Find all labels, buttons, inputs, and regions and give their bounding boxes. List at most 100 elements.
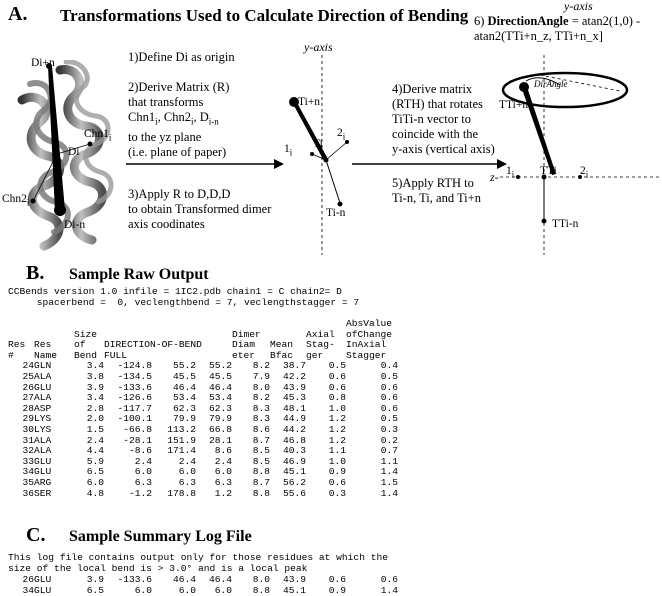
- table-cell: 66.8: [208, 423, 232, 435]
- middle-transform-diagram: [289, 55, 349, 255]
- summary-line-1: This log file contains output only for t…: [8, 552, 388, 563]
- table-cell: 2.4: [86, 434, 104, 446]
- table-cell: 6.0: [214, 584, 232, 596]
- table-cell: 0.3: [328, 487, 346, 499]
- summary-line-2: size of the local bend is > 3.0° and is …: [8, 563, 308, 574]
- table-cell: 34: [22, 466, 34, 478]
- table-cell: -124.8: [117, 360, 152, 372]
- top-right-y-axis-label: y-axis: [564, 0, 593, 13]
- table-cell: 8.7: [252, 476, 270, 488]
- table-cell: 6.3: [214, 476, 232, 488]
- table-cell: LYS: [34, 413, 52, 425]
- step-3: 3)Apply R to D,D,D to obtain Transformed…: [128, 187, 272, 231]
- table-cell: 0.5: [380, 413, 398, 425]
- label-ti: Ti: [313, 138, 323, 150]
- table-cell: 0.6: [380, 574, 398, 585]
- table-cell: 1.4: [380, 466, 398, 478]
- table-cell: 6.5: [86, 584, 104, 596]
- table-cell: 0.6: [328, 574, 346, 585]
- table-cell: -126.6: [117, 392, 152, 404]
- table-cell: 1.4: [380, 584, 398, 596]
- table-cell: GLN: [34, 360, 52, 372]
- table-cell: 7.9: [252, 370, 270, 382]
- table-cell: 45.1: [282, 584, 306, 596]
- right-transform-diagram: DirAngle: [500, 55, 660, 255]
- table-cell: 2.4: [214, 455, 232, 467]
- label-1i-right: 1i: [506, 165, 515, 180]
- table-cell: 1.2: [214, 487, 232, 499]
- table-cell: 0.6: [328, 476, 346, 488]
- table-cell: 55.6: [282, 487, 306, 499]
- table-cell: -117.7: [117, 402, 152, 414]
- table-cell: 0.6: [380, 392, 398, 404]
- table-cell: 8.3: [252, 413, 270, 425]
- table-cell: 5.9: [86, 455, 104, 467]
- table-cell: 25: [22, 370, 34, 382]
- table-cell: 8.5: [252, 445, 270, 457]
- table-cell: 6.0: [134, 584, 152, 596]
- table-cell: 28.1: [208, 434, 232, 446]
- label-tti-minus-n: TTi-n: [552, 218, 579, 230]
- table-cell: 3.8: [86, 370, 104, 382]
- raw-output-header-line-2: spacerbend = 0, veclengthbend = 7, vecle…: [8, 297, 360, 308]
- table-header-cell: InAxial: [346, 339, 387, 351]
- table-cell: 8.8: [252, 487, 270, 499]
- dir-angle-label: DirAngle: [533, 79, 568, 89]
- table-cell: -28.1: [123, 434, 152, 446]
- table-cell: 46.8: [282, 434, 306, 446]
- table-cell: 8.6: [214, 445, 232, 457]
- table-cell: 26: [22, 574, 34, 585]
- table-cell: -134.5: [117, 370, 152, 382]
- table-header-cell: ofChange: [346, 328, 393, 340]
- helix-diagram: [17, 60, 114, 251]
- table-cell: 3.4: [86, 360, 104, 372]
- label-2i: 2i: [337, 127, 346, 142]
- table-cell: 62.3: [172, 402, 196, 414]
- table-header-cell: eter: [232, 349, 256, 361]
- table-cell: 2.0: [86, 413, 104, 425]
- label-ti-plus-n: Ti+n: [298, 96, 321, 108]
- table-cell: 0.6: [380, 402, 398, 414]
- table-cell: 40.3: [282, 445, 306, 457]
- table-header-cell: Stagger: [346, 349, 387, 361]
- table-cell: 4.8: [86, 487, 104, 499]
- table-cell: 0.5: [380, 370, 398, 382]
- label-chn2: Chn2i: [2, 193, 30, 208]
- table-cell: 35: [22, 476, 34, 488]
- table-cell: 46.4: [208, 574, 232, 585]
- table-header-cell: Bfac: [270, 349, 294, 361]
- table-cell: 1.2: [328, 434, 346, 446]
- step-2: 2)Derive Matrix (R) that transforms Chn1…: [128, 80, 230, 159]
- table-cell: ALA: [34, 392, 52, 404]
- step-4: 4)Derive matrix (RTH) that rotates TiTi-…: [392, 82, 495, 156]
- table-cell: 36: [22, 487, 34, 499]
- table-header-cell: AbsValue: [346, 318, 393, 329]
- section-c-title: Sample Summary Log File: [69, 528, 252, 545]
- table-cell: -133.6: [117, 381, 152, 393]
- table-cell: 45.5: [208, 370, 232, 382]
- table-header-cell: Res: [8, 339, 26, 351]
- table-cell: 6.0: [86, 476, 104, 488]
- table-header-cell: [196, 319, 232, 330]
- table-cell: -8.6: [128, 445, 152, 457]
- table-cell: 6.3: [178, 476, 196, 488]
- table-header-cell: #: [8, 349, 14, 361]
- table-header-row: AbsValue: [8, 318, 398, 330]
- label-di-minus-n: Di-n: [64, 219, 86, 231]
- table-cell: ASP: [34, 402, 52, 414]
- table-header-cell: Bend: [74, 349, 98, 361]
- table-cell: -133.6: [117, 574, 152, 585]
- table-cell: 53.4: [208, 392, 232, 404]
- section-a-title: Transformations Used to Calculate Direct…: [60, 6, 469, 25]
- z-axis-label: z-: [490, 170, 499, 184]
- table-header-cell: [74, 319, 104, 330]
- table-cell: 26: [22, 381, 34, 393]
- table-header-cell: [270, 319, 306, 330]
- table-cell: 8.2: [252, 360, 270, 372]
